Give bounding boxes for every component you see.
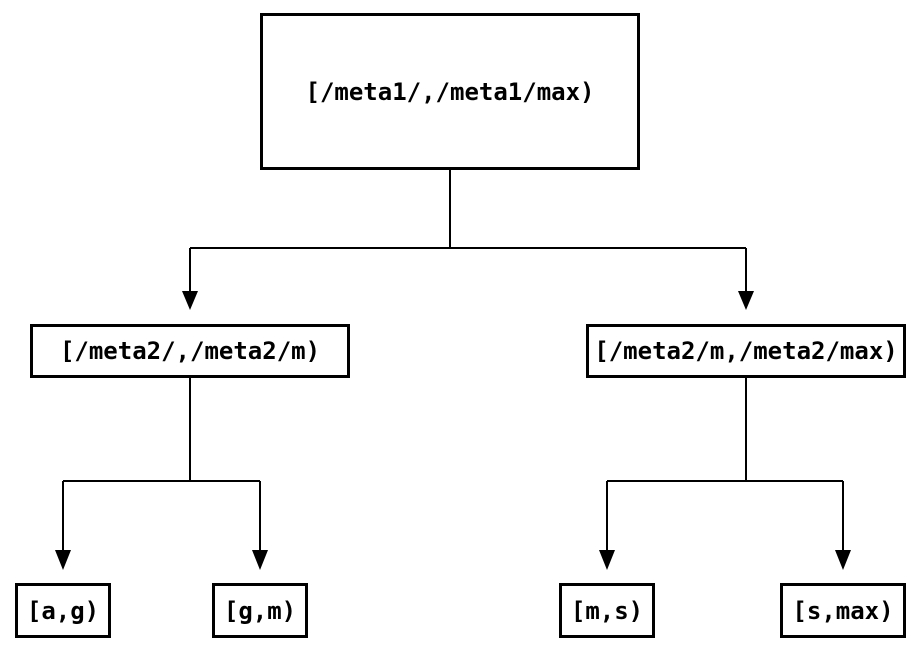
tree-node-label: [a,g) [26, 596, 100, 625]
edge-left-stem [62, 378, 261, 551]
connector-right-to-leaves [599, 378, 851, 570]
tree-node-leaf-smax: [s,max) [780, 583, 906, 638]
tree-node-label: [/meta2/,/meta2/m) [59, 337, 321, 365]
arrow-down-icon [182, 291, 198, 310]
tree-node-label: [s,max) [792, 596, 894, 625]
arrow-down-icon [599, 550, 615, 570]
tree-node-left: [/meta2/,/meta2/m) [30, 324, 350, 378]
connector-left-to-leaves [55, 378, 268, 570]
tree-node-label: [/meta1/,/meta1/max) [305, 77, 595, 106]
arrow-down-icon [252, 550, 268, 570]
tree-node-label: [m,s) [570, 596, 644, 625]
connector-root-to-children [182, 170, 754, 310]
arrow-down-icon [55, 550, 71, 570]
edge-root-stem [189, 170, 747, 292]
arrow-down-icon [738, 291, 754, 310]
arrow-down-icon [835, 550, 851, 570]
tree-node-label: [/meta2/m,/meta2/max) [594, 337, 898, 365]
tree-node-root: [/meta1/,/meta1/max) [260, 13, 640, 170]
tree-node-leaf-gm: [g,m) [212, 583, 308, 638]
tree-node-leaf-ag: [a,g) [15, 583, 111, 638]
tree-node-right: [/meta2/m,/meta2/max) [586, 324, 906, 378]
edge-right-stem [606, 378, 844, 551]
tree-node-label: [g,m) [223, 596, 297, 625]
tree-node-leaf-ms: [m,s) [559, 583, 655, 638]
